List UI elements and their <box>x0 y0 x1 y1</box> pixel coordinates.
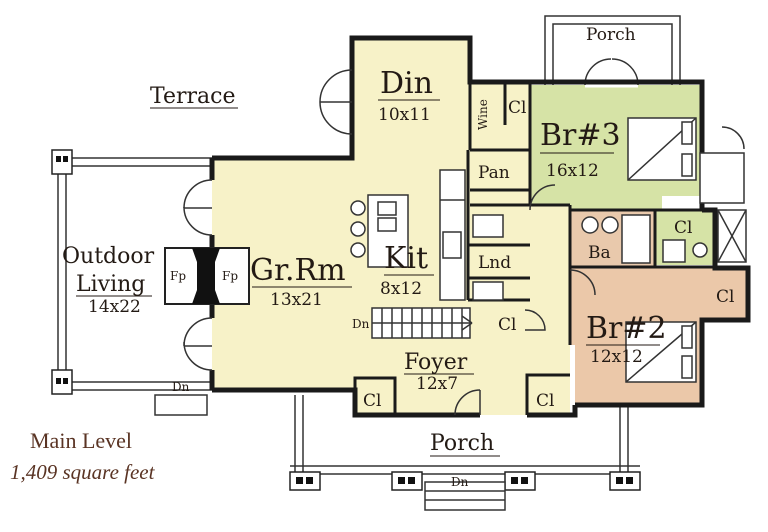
br3-dim: 16x12 <box>546 161 599 181</box>
ba-label: Ba <box>588 243 611 263</box>
fireplace <box>164 247 250 305</box>
foyer-label: Foyer <box>404 350 468 375</box>
plan-caption-square-feet: 1,409 square feet <box>10 460 155 484</box>
pan-label: Pan <box>478 163 510 183</box>
outdoor-label-2: Living <box>76 272 145 297</box>
top-porch-label: Porch <box>586 25 636 45</box>
closet-wine-label: Cl <box>508 98 526 118</box>
deck-post-top <box>51 149 73 175</box>
br3-label: Br#3 <box>540 118 621 153</box>
closet-br2-fill <box>702 268 748 318</box>
foyer-dim: 12x7 <box>416 374 458 394</box>
wine-label: Wine <box>476 99 490 130</box>
walls <box>209 35 751 418</box>
porch-bottom-label: Porch <box>430 431 494 456</box>
fp-left-label: Fp <box>170 269 186 283</box>
outdoor-dim: 14x22 <box>88 297 141 317</box>
closet-foyer-left-label: Cl <box>363 391 381 411</box>
stairs-dn-label: Dn <box>352 317 370 331</box>
kit-dim: 8x12 <box>380 279 422 299</box>
lnd-label: Lnd <box>478 253 511 273</box>
closet-stairs-label: Cl <box>498 315 516 335</box>
closet-bath-label: Cl <box>674 218 692 238</box>
br2-dim: 12x12 <box>590 347 643 367</box>
porch-dn-label: Dn <box>451 475 469 489</box>
grrm-label: Gr.Rm <box>250 253 346 288</box>
br2-label: Br#2 <box>586 311 667 346</box>
kitchen-fixtures <box>350 169 504 339</box>
top-porch <box>544 15 681 88</box>
kit-label: Kit <box>384 241 428 276</box>
fp-right-label: Fp <box>222 269 238 283</box>
room-labels: Terrace Porch Din 10x11 Wine Cl Br#3 16x… <box>62 25 734 489</box>
door-swings <box>183 69 596 416</box>
outdoor-dn-label: Dn <box>172 380 190 394</box>
din-label: Din <box>380 66 433 101</box>
front-porch <box>289 395 641 511</box>
outdoor-label-1: Outdoor <box>62 244 155 269</box>
plan-caption-title: Main Level <box>30 428 133 453</box>
outdoor-deck <box>51 149 212 416</box>
deck-post-bottom <box>51 369 73 395</box>
closet-br2-label: Cl <box>716 287 734 307</box>
terrace-label: Terrace <box>150 84 235 109</box>
closet-foyer-right-label: Cl <box>536 391 554 411</box>
grrm-dim: 13x21 <box>270 290 323 310</box>
bedroom-fixtures <box>581 117 747 383</box>
din-dim: 10x11 <box>378 105 431 125</box>
